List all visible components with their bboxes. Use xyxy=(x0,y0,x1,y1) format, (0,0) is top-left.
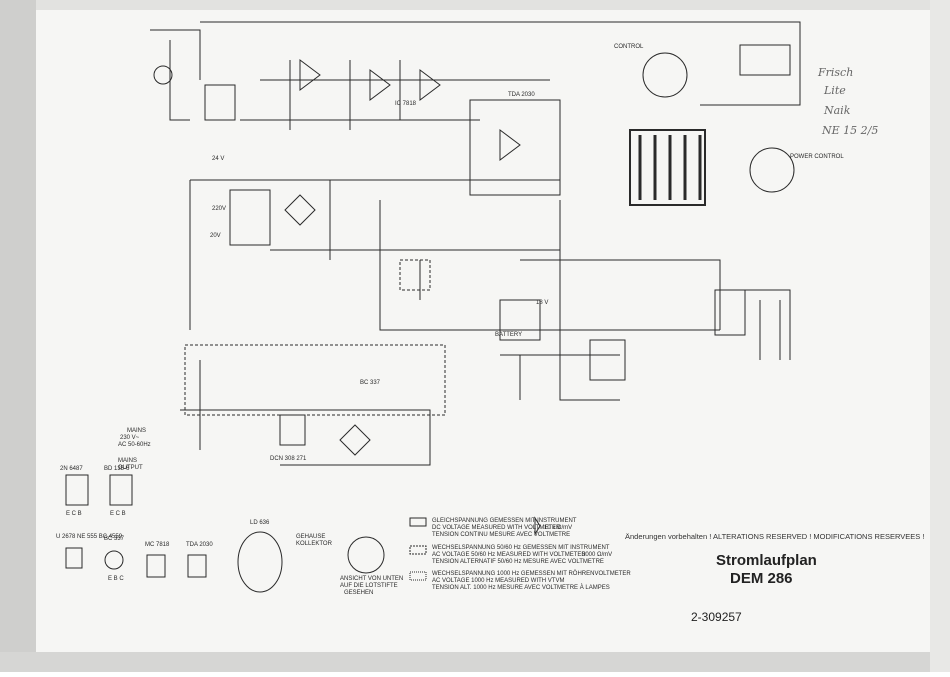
legend-brace-1 xyxy=(534,516,541,536)
label-dcn: DCN 308 271 xyxy=(270,456,307,462)
control-connector xyxy=(642,52,688,98)
legend-box-ac50 xyxy=(409,545,427,555)
pkg-label-5: TDA 2030 xyxy=(186,542,213,548)
package-mc7818 xyxy=(146,554,166,578)
pkg-label-0: 2N 6487 xyxy=(60,466,83,472)
mains-transformer xyxy=(279,414,306,446)
tda-amplifier xyxy=(499,129,521,161)
legend-1-l3: TENSION CONTINU MESURE AVEC VOLTMETRE xyxy=(432,532,570,538)
preamp-wiring xyxy=(240,60,480,130)
pkg-label-1: BD 135-6 xyxy=(104,466,130,472)
relay-section xyxy=(184,344,446,416)
package-2n6487 xyxy=(65,474,89,506)
ansicht-2: AUF DIE LOTSTIFTE xyxy=(340,583,398,589)
handwritten-note-3: Naik xyxy=(824,104,851,117)
lower-wiring xyxy=(180,360,431,466)
legend-1-value: 10 k Ω/mV xyxy=(544,525,572,531)
document-number: 2-309257 xyxy=(691,610,742,624)
pkg-label-2: U 2678 NE 555 BC 4559 xyxy=(56,534,123,540)
legend-1-l1: GLEICHSPANNUNG GEMESSEN MIT INSTRUMENT xyxy=(432,518,577,524)
label-battery: BATTERY xyxy=(495,332,522,338)
legend-box-dc xyxy=(409,517,427,527)
label-ic7818: IC 7818 xyxy=(395,101,417,107)
mains-in-1: MAINS xyxy=(127,428,146,434)
switch-block xyxy=(399,259,431,291)
handwritten-note-1: Frisch xyxy=(818,66,854,79)
package-ne555 xyxy=(65,547,83,569)
legend-3-l2: AC VOLTAGE 1000 Hz MEASURED WITH VTVM xyxy=(432,578,564,584)
package-bd135 xyxy=(109,474,133,506)
battery-module xyxy=(499,299,541,341)
scan-edge-right xyxy=(930,0,950,672)
legend-box-ac1000 xyxy=(409,571,427,581)
diagram-title: Stromlaufplan xyxy=(716,552,817,569)
ansicht-3: GESEHEN xyxy=(344,590,373,596)
ansicht-1: ANSICHT VON UNTEN xyxy=(340,576,403,582)
mains-out-2: OUTPUT xyxy=(118,465,143,471)
output-stage-block xyxy=(469,99,561,196)
preamp-stages xyxy=(260,59,550,101)
mains-rectifier xyxy=(339,424,371,456)
label-control: CONTROL xyxy=(614,44,644,50)
battery-wiring xyxy=(500,330,620,401)
pkg-label-6: LD 636 xyxy=(250,520,270,526)
input-connector-wiring xyxy=(150,29,201,121)
led-driver-ic xyxy=(714,289,746,336)
legend-1-l2: DC VOLTAGE MEASURED WITH VOLTMETER xyxy=(432,525,561,531)
pkg-label-3: BC 337 xyxy=(104,536,125,542)
package-bc337 xyxy=(104,550,124,570)
relay-block xyxy=(739,44,791,76)
pkg-pins-1: E C B xyxy=(110,511,126,517)
label-220v: 220V xyxy=(212,206,226,212)
bridge-rectifier xyxy=(284,194,316,226)
mains-out-1: MAINS xyxy=(118,458,137,464)
label-bc337: BC 337 xyxy=(360,380,381,386)
input-transformer xyxy=(204,84,236,121)
power-control-connector xyxy=(749,147,795,193)
label-18v: 18 V xyxy=(536,300,548,306)
handwritten-note-4: NE 15 2/5 xyxy=(822,124,879,137)
pkg-label-4: MC 7818 xyxy=(145,542,170,548)
package-ld636 xyxy=(237,531,283,593)
package-tda2030 xyxy=(187,554,207,578)
handwritten-note-2: Lite xyxy=(824,84,846,97)
psu-wiring xyxy=(189,179,560,330)
pkg-pins-0: E C B xyxy=(66,511,82,517)
mains-in-3: AC 50-60Hz xyxy=(118,442,151,448)
legend-2-value: 3000 Ω/mV xyxy=(582,552,612,558)
legend-2-l1: WECHSELSPANNUNG 50/60 Hz GEMESSEN MIT IN… xyxy=(432,545,610,551)
scan-edge-bottom xyxy=(0,652,950,672)
label-20v: 20V xyxy=(210,233,221,239)
pkg-pins-3: E B C xyxy=(108,576,124,582)
gehaeuse-2: KOLLEKTOR xyxy=(296,541,333,547)
timer-ic xyxy=(589,339,626,381)
legend-3-l3: TENSION ALT. 1000 Hz MESURE AVEC VOLTMET… xyxy=(432,584,610,591)
label-tda2030: TDA 2030 xyxy=(508,92,535,98)
led-wiring xyxy=(745,289,791,360)
output-transistor-array xyxy=(629,129,706,206)
scan-edge-left xyxy=(0,0,36,672)
mains-in-2: 230 V~ xyxy=(120,435,140,441)
input-connector xyxy=(153,65,173,85)
label-24v: 24 V xyxy=(212,156,224,162)
legend-3-l1: WECHSELSPANNUNG 1000 Hz GEMESSEN MIT RÖH… xyxy=(432,570,631,577)
main-transformer xyxy=(229,189,271,246)
package-din-socket xyxy=(347,536,385,574)
alterations-notice: Änderungen vorbehalten ! ALTERATIONS RES… xyxy=(625,532,925,541)
legend-2-l2: AC VOLTAGE 50/60 Hz MEASURED WITH VOLTME… xyxy=(432,552,586,558)
gehaeuse-1: GEHAUSE xyxy=(296,534,325,540)
mid-wiring xyxy=(379,200,721,331)
top-bus xyxy=(200,21,801,106)
label-power-control: POWER CONTROL xyxy=(790,154,844,160)
model-number: DEM 286 xyxy=(730,570,793,587)
legend-2-l3: TENSION ALTERNATIF 50/60 Hz MESURE AVEC … xyxy=(432,559,604,565)
scan-edge-top xyxy=(36,0,950,10)
